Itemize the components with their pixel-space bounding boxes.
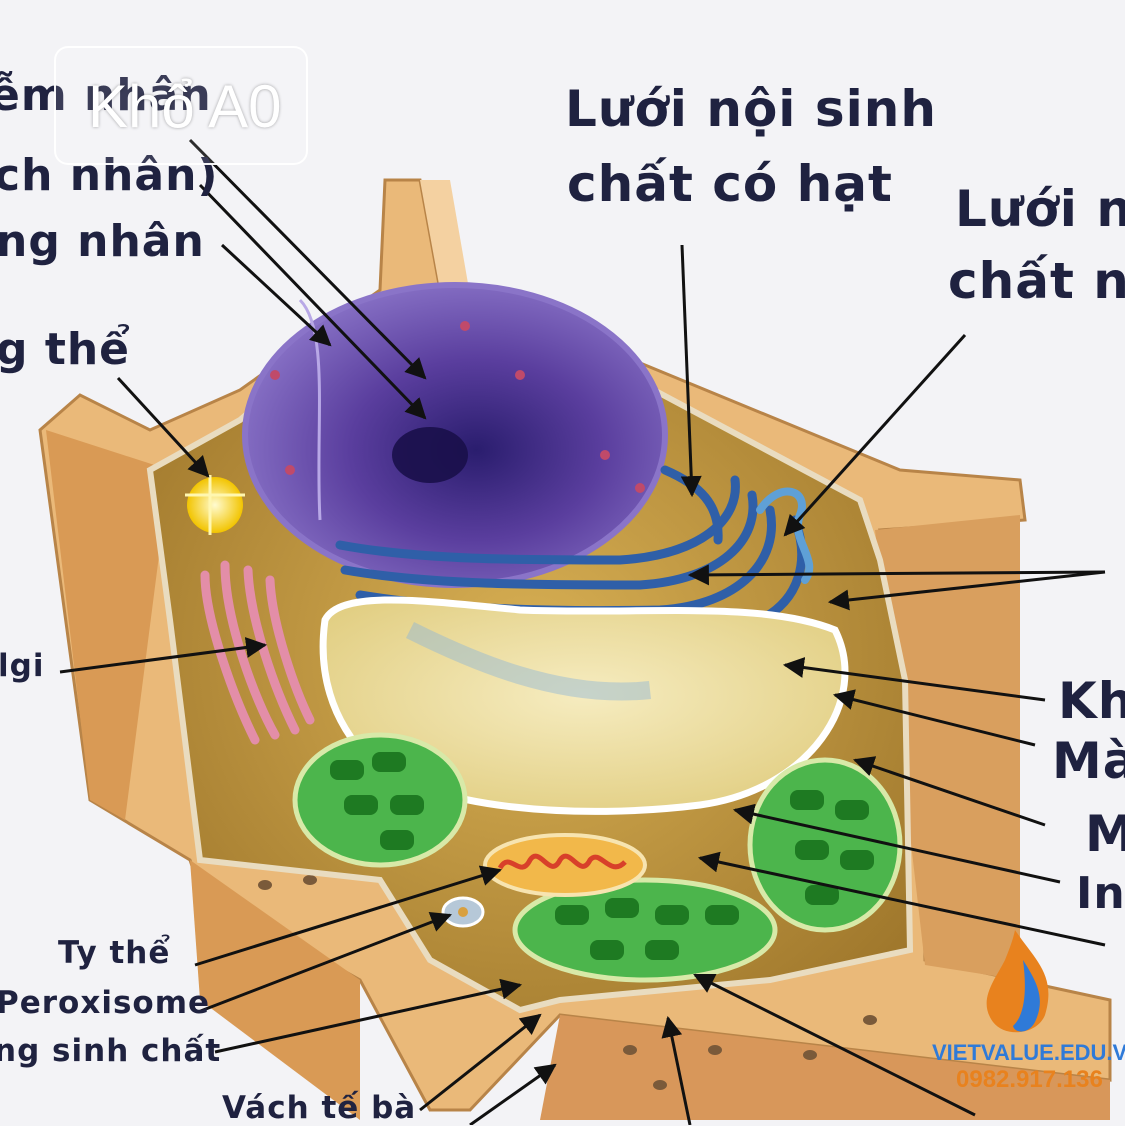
label-mitochondrion: Ty thể (58, 935, 171, 971)
centrosome (185, 475, 245, 535)
label-right-ma: Mà (1052, 732, 1125, 790)
label-right-kh: Kh (1058, 672, 1125, 730)
label-smooth-er-line1: Lưới n (955, 180, 1125, 238)
label-cell-wall: Vách tế bà (222, 1090, 417, 1126)
label-right-m: M (1085, 805, 1125, 863)
brand-phone: 0982.917.136 (956, 1066, 1103, 1093)
label-nucleolus: ễm nhân (0, 70, 212, 121)
size-badge (54, 46, 308, 165)
label-golgi: lgi (0, 648, 45, 684)
central-vacuole (319, 596, 849, 815)
label-right-in: In (1076, 868, 1125, 919)
label-rough-er-line1: Lưới nội sinh (565, 80, 937, 138)
label-plasma-membrane: ng sinh chất (0, 1033, 222, 1069)
nucleus (242, 282, 668, 588)
label-peroxisome: Peroxisome (0, 985, 211, 1021)
chloroplast (512, 877, 778, 983)
flame-logo-icon (986, 930, 1049, 1033)
chloroplast (747, 757, 903, 933)
leader-lines (59, 138, 1106, 1125)
label-rough-er-line2: chất có hạt (567, 155, 893, 213)
label-nucleoplasm: ch nhân) (0, 150, 219, 201)
label-smooth-er-line2: chất n (948, 252, 1125, 310)
peroxisome (441, 896, 485, 928)
size-badge-text: Khổ A0 (88, 73, 282, 140)
chloroplast (292, 732, 468, 868)
brand-name: VIETVALUE.EDU.VN (932, 1040, 1125, 1065)
mitochondrion (483, 833, 647, 897)
label-nuclear-envelope: ng nhân (0, 216, 205, 267)
label-centrosome: g thể (0, 324, 131, 375)
nucleolus (392, 427, 468, 483)
